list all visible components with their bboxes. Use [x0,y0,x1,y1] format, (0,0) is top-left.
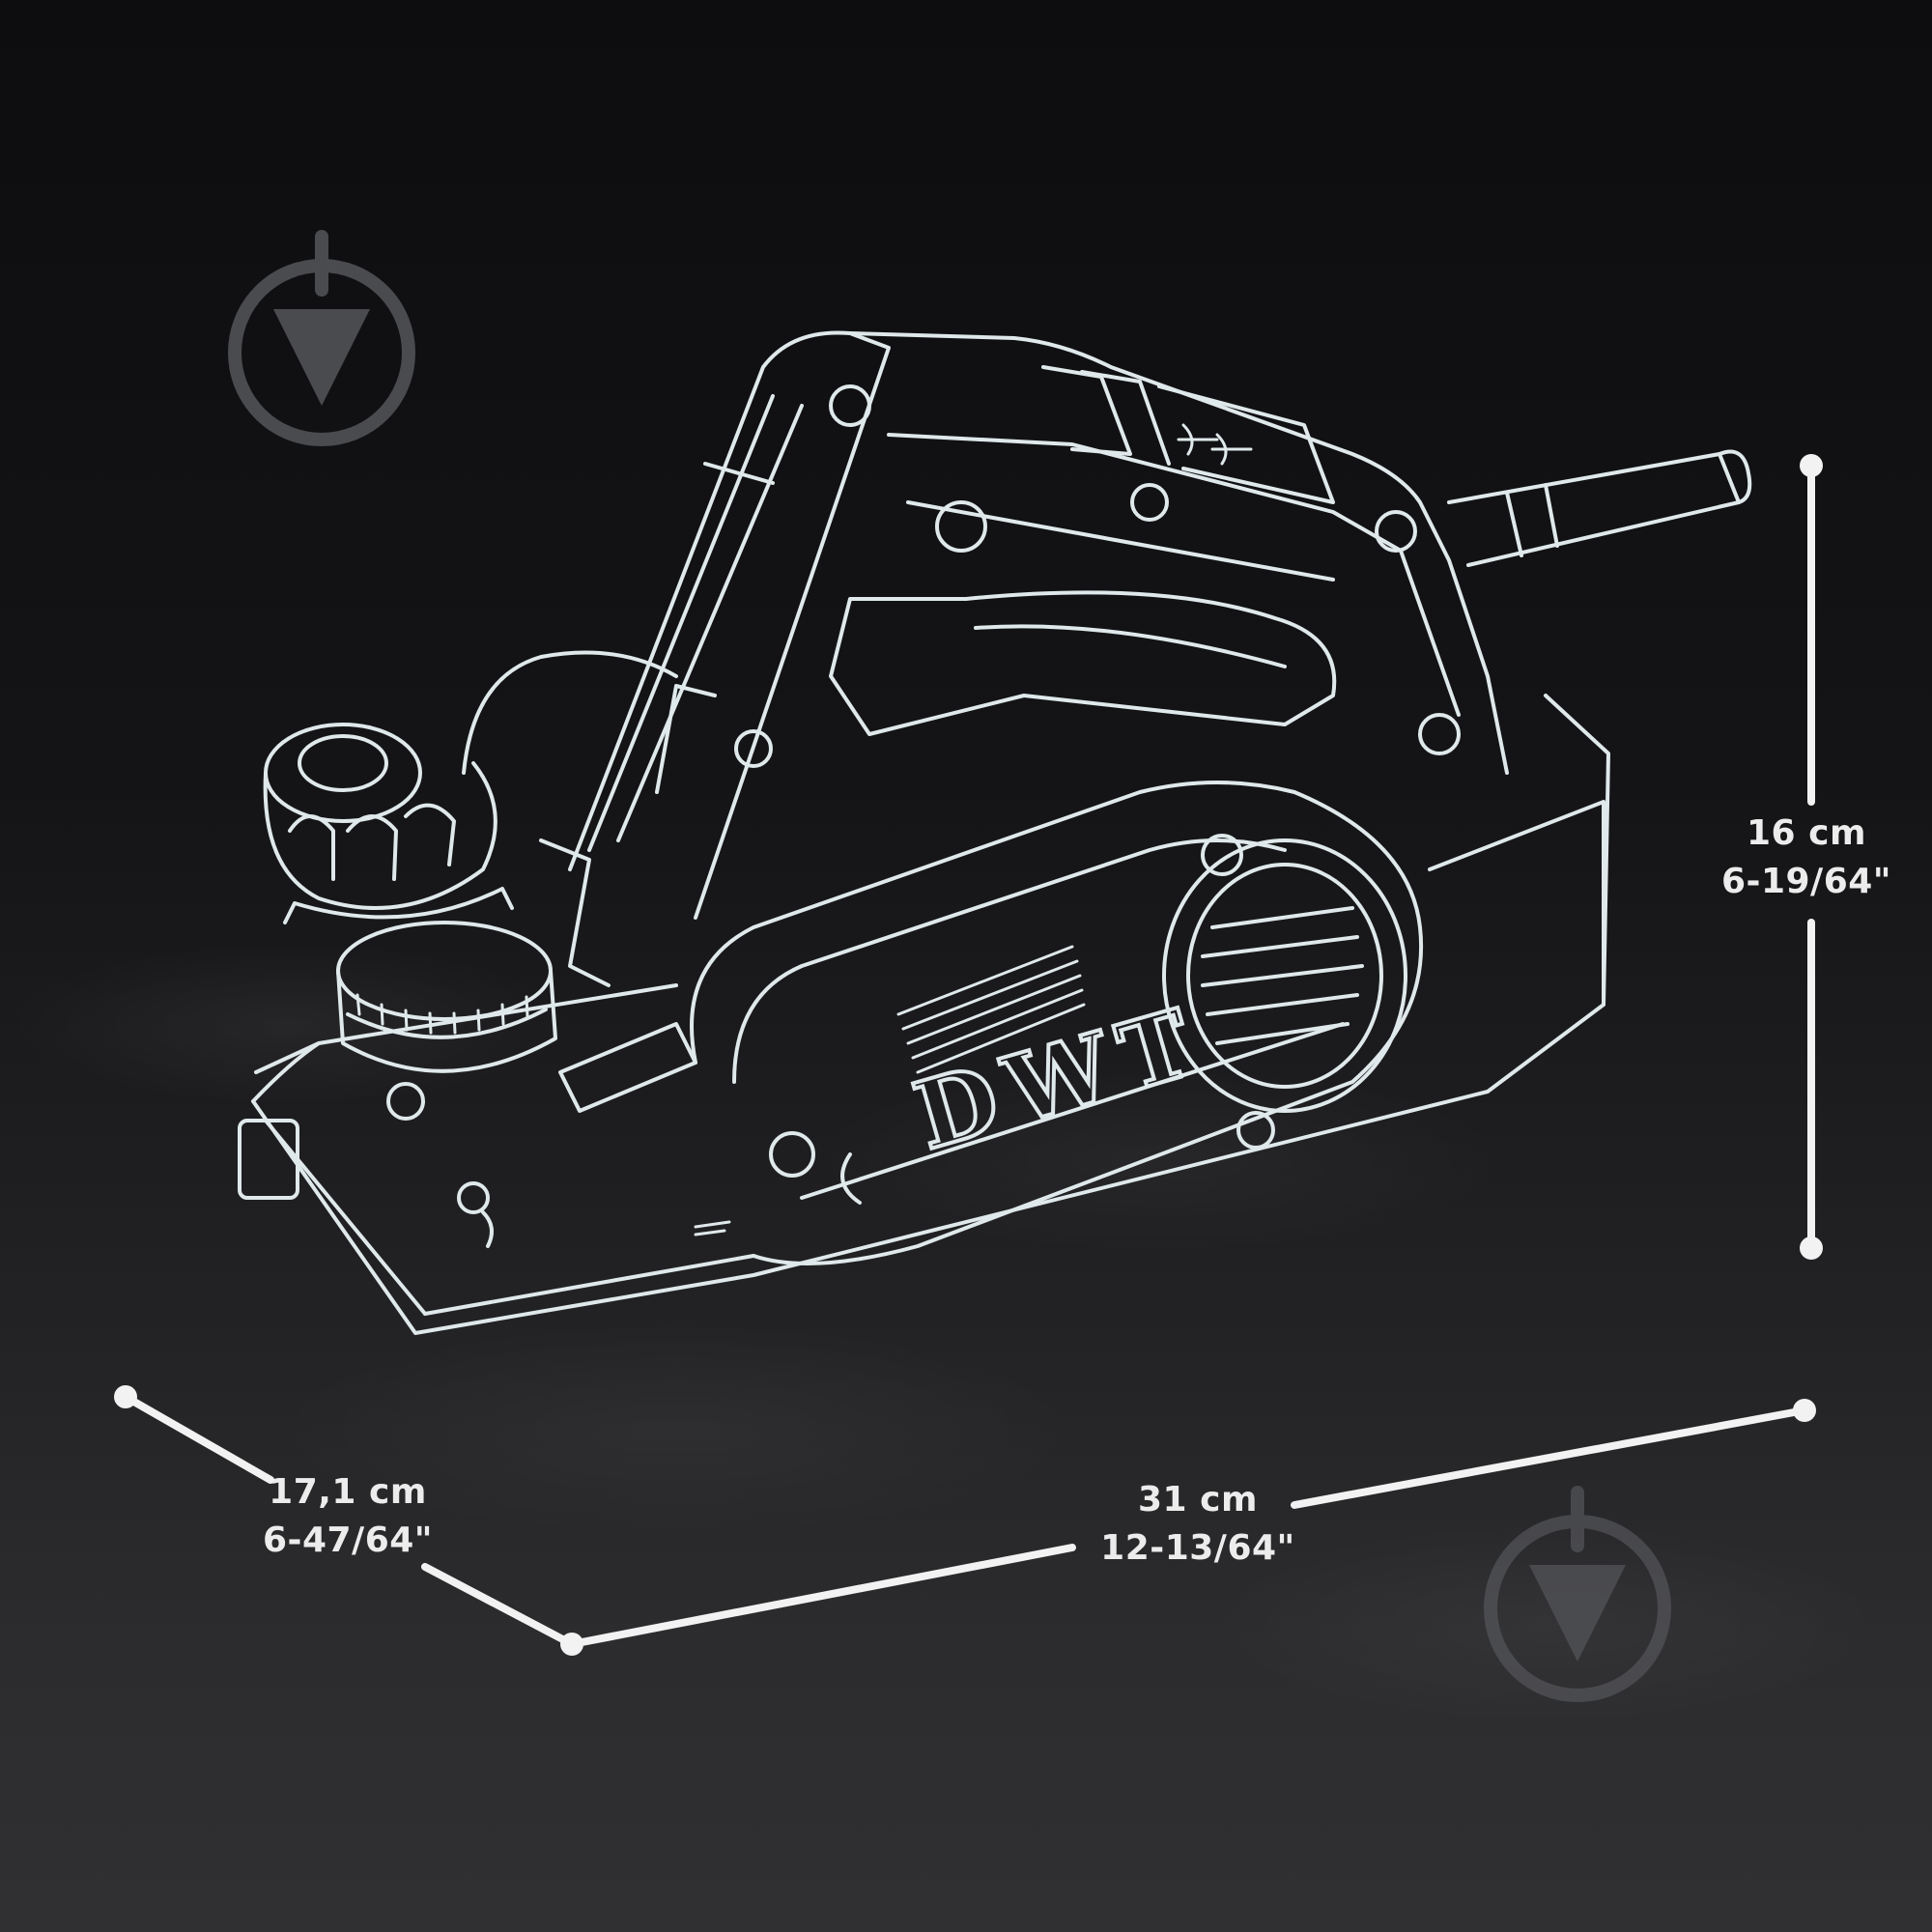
dimension-endpoint-dot [1800,1236,1823,1260]
dimension-lines [114,454,1823,1656]
brand-lettering: DWT [903,985,1216,1172]
height-imperial: 6-19/64" [1720,862,1892,901]
planer-outline [238,330,1752,1335]
height-dimension-label: 16 cm 6-19/64" [1700,810,1913,906]
length-dimension-line-left [568,1544,1076,1648]
length-metric: 31 cm [1138,1480,1258,1520]
depth-dimension-line-bottom [421,1563,576,1648]
dimension-endpoint-dot [1793,1399,1816,1422]
watermark-logo-icon [228,230,415,446]
watermark-logo-icon [1484,1486,1671,1702]
length-dimension-label: 31 cm 12-13/64" [1082,1476,1314,1573]
depth-imperial: 6-47/64" [262,1520,434,1560]
depth-dimension-line-top [122,1393,274,1484]
length-dimension-line-right [1291,1406,1808,1509]
length-imperial: 12-13/64" [1100,1528,1295,1568]
dimension-endpoint-dot [1800,454,1823,477]
background-texture [0,850,1932,1932]
depth-metric: 17,1 cm [269,1472,427,1512]
height-metric: 16 cm [1747,813,1866,853]
depth-dimension-label: 17,1 cm 6-47/64" [242,1468,454,1565]
dimension-endpoint-dot [114,1385,137,1408]
